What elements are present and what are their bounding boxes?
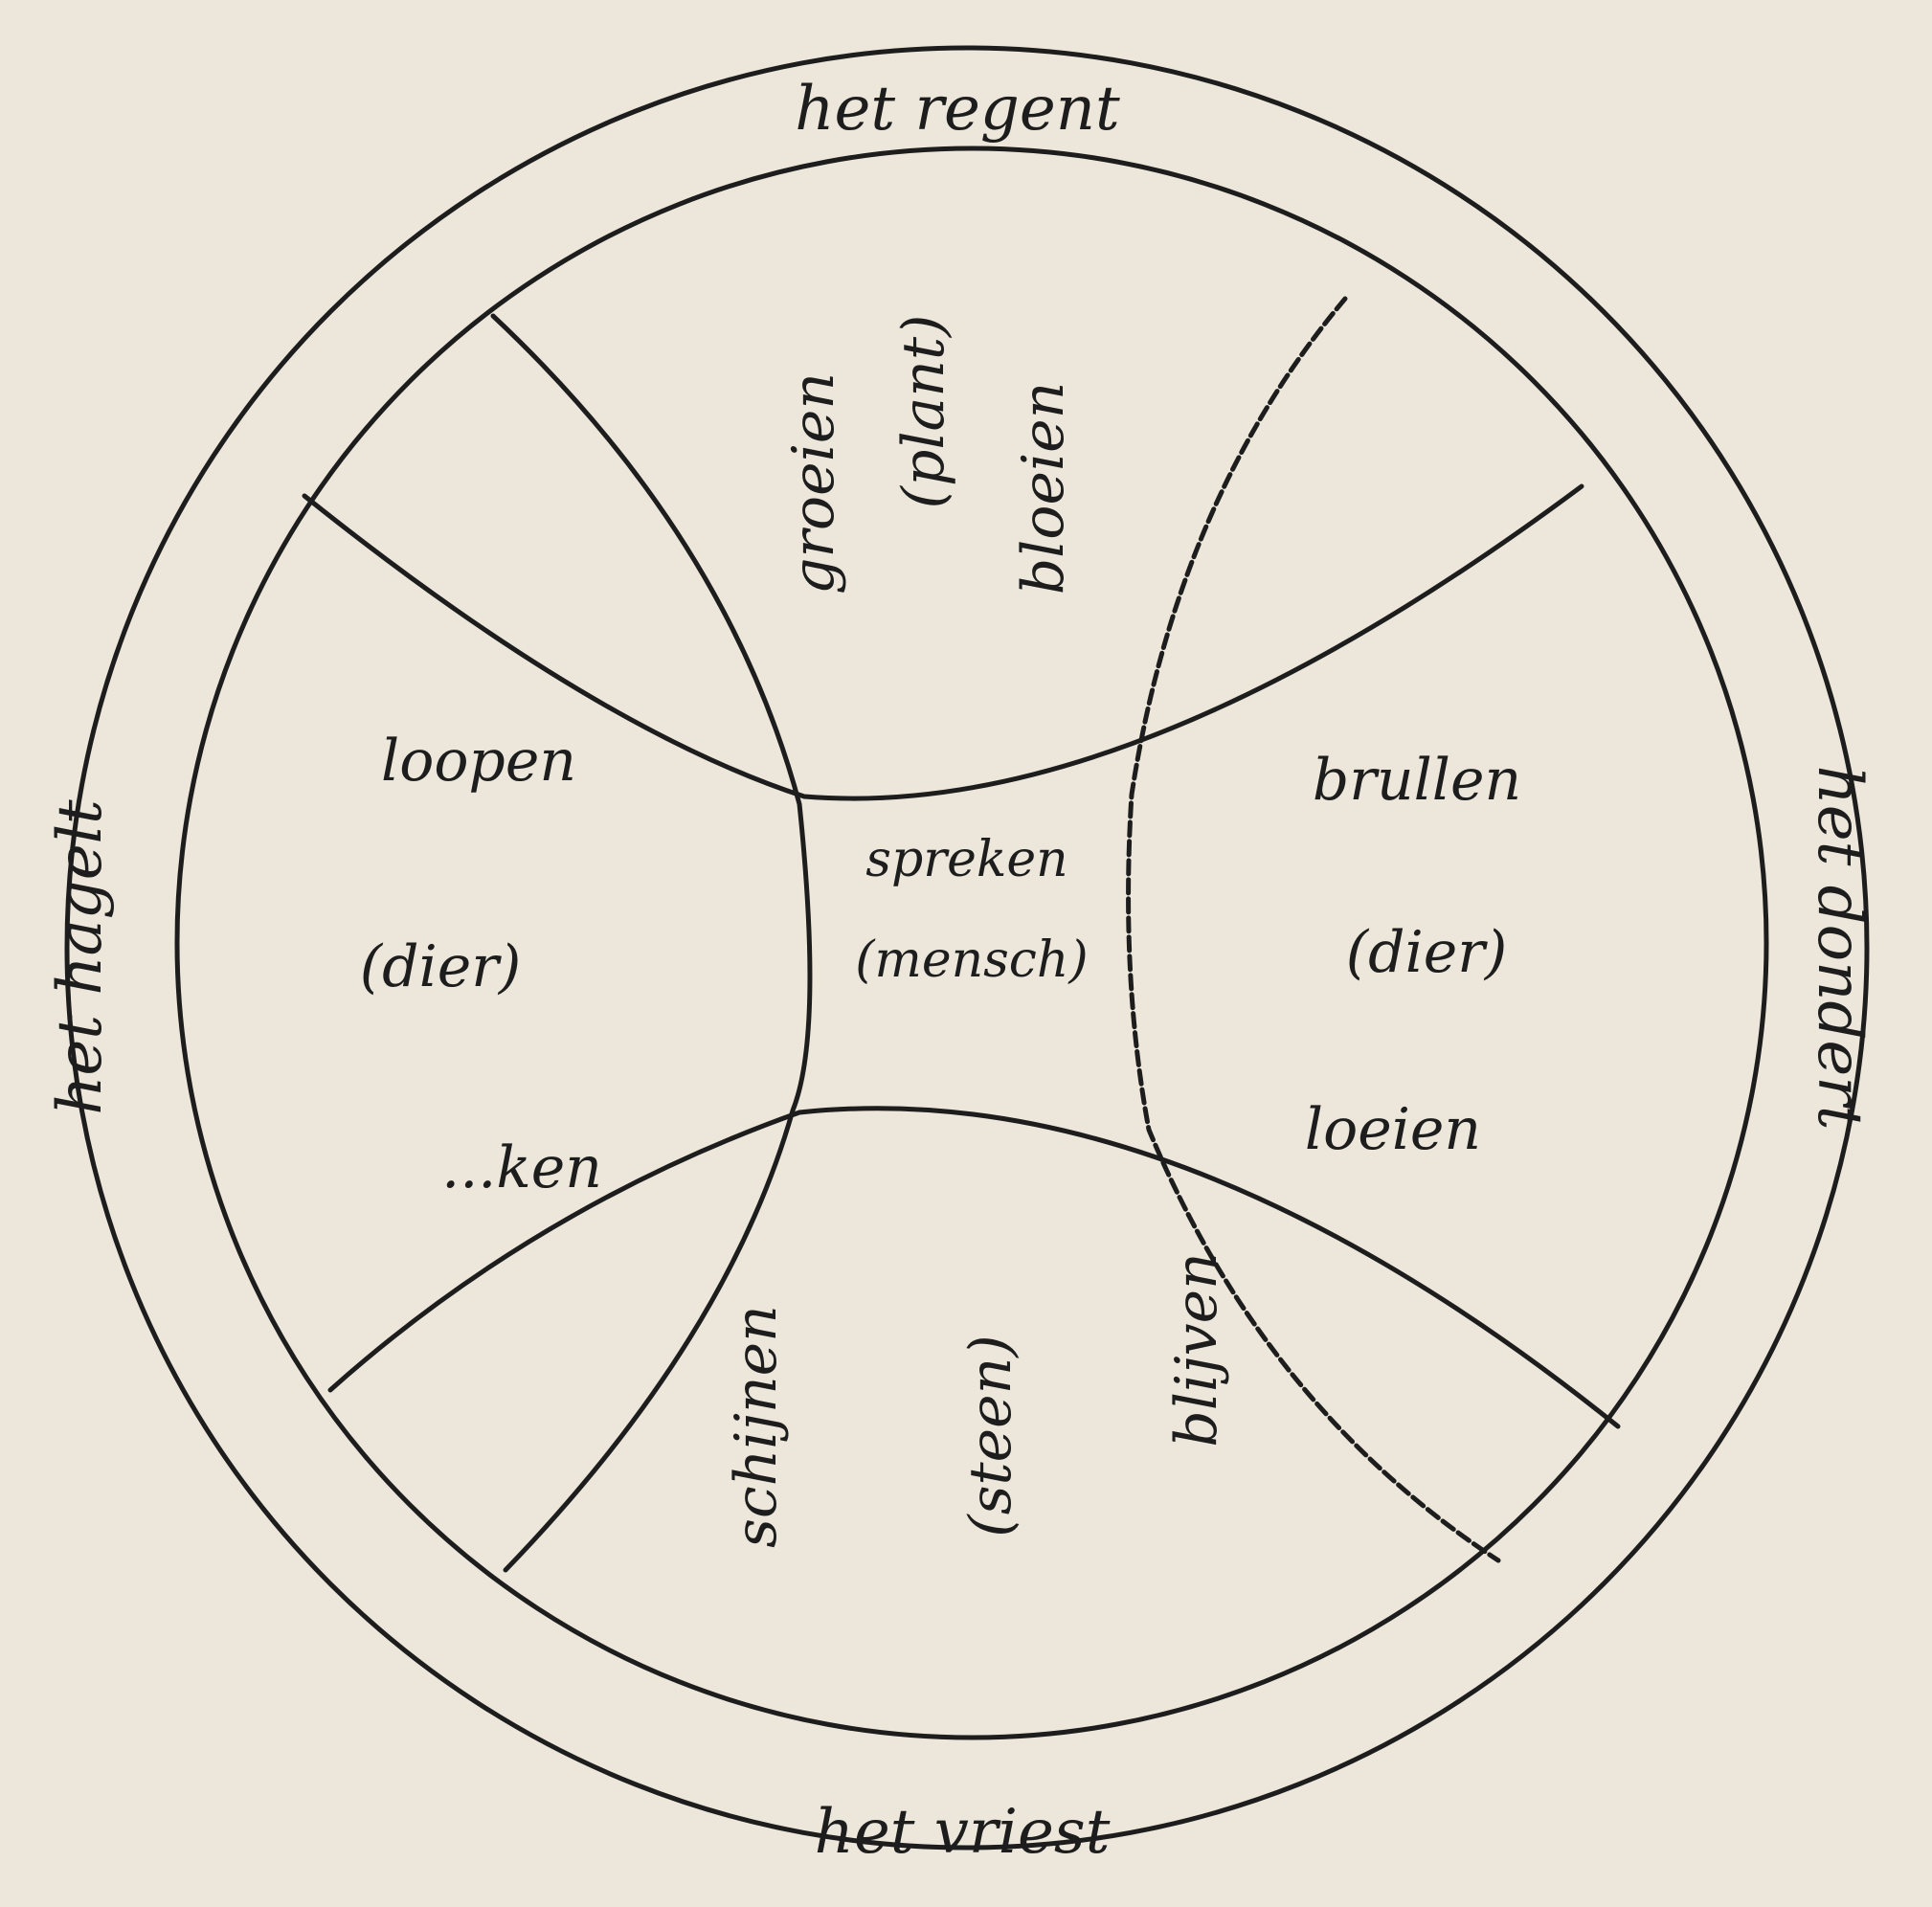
left-segment-verb2: ...ken (441, 1134, 602, 1201)
top-segment-verb2: bloeien (1010, 382, 1077, 595)
inner-circle (174, 146, 1769, 1740)
center-verb: spreken (865, 831, 1067, 888)
ring-label-left: het hagelt (45, 799, 116, 1115)
upper-band-arc (302, 483, 1584, 801)
bottom-segment-verb: schijnen (723, 1305, 790, 1548)
outer-circle (64, 45, 1870, 1851)
ring-label-bottom: het vriest (815, 1797, 1111, 1868)
left-segment-category: (dier) (360, 933, 522, 1000)
right-segment-verb2: loeien (1305, 1096, 1481, 1163)
top-segment-verb: groeien (780, 372, 847, 595)
bottom-segment-verb2: blijven (1163, 1252, 1230, 1447)
bottom-segment-category: (steen) (957, 1335, 1024, 1537)
lower-band-arc (327, 1106, 1621, 1429)
right-band-arc (1126, 296, 1501, 1563)
ring-label-top: het regent (795, 74, 1120, 145)
right-segment-category: (dier) (1346, 919, 1508, 986)
center-category: (mensch) (855, 931, 1088, 989)
top-segment-category: (plant) (890, 315, 957, 509)
right-segment-verb: brullen (1313, 747, 1521, 814)
left-band-arc (490, 313, 813, 1573)
ring-label-right: het dondert (1804, 765, 1875, 1130)
left-segment-verb: loopen (381, 728, 576, 795)
